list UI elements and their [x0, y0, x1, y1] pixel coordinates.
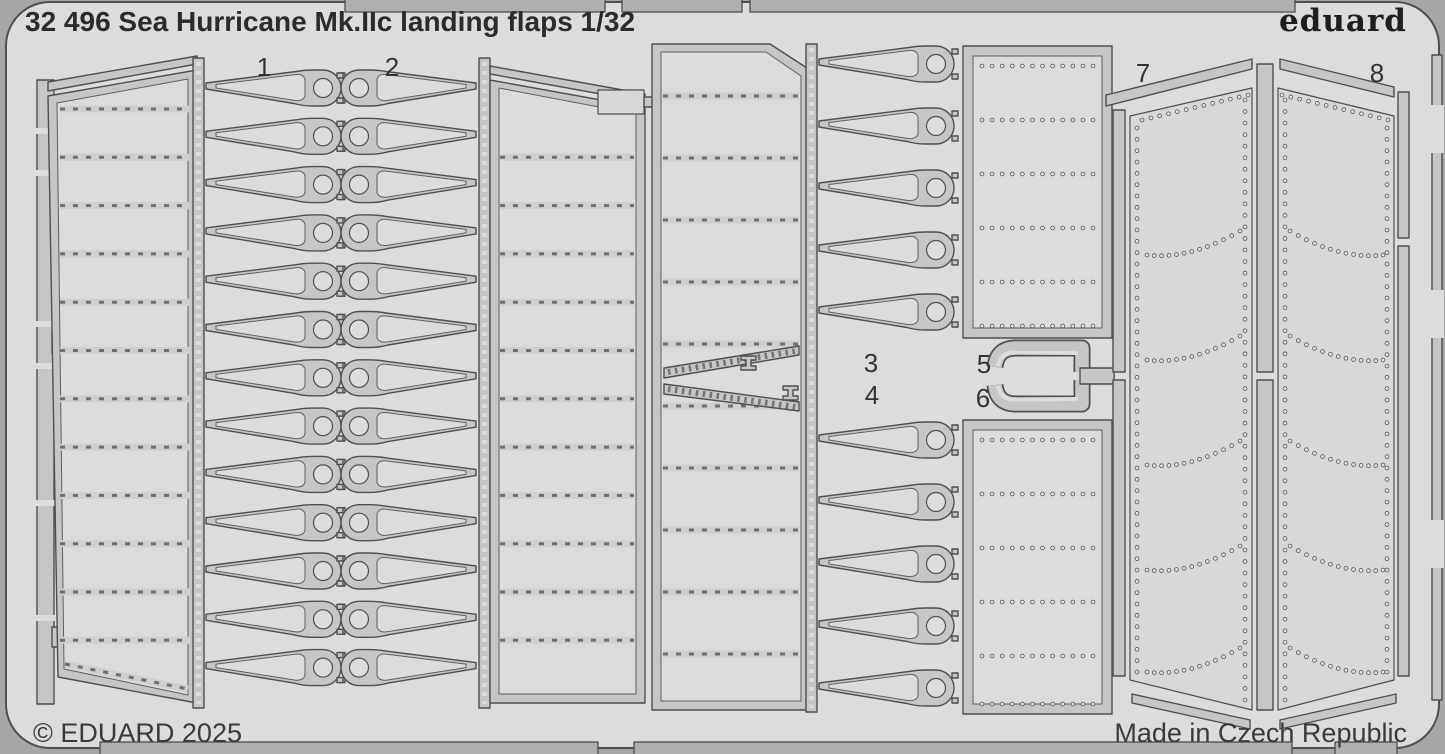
hinge-strip-part-3 — [663, 345, 800, 379]
riveted-plate-upper — [962, 45, 1113, 339]
copyright-text: © EDUARD 2025 — [33, 718, 242, 748]
bracket-connector — [1079, 367, 1115, 385]
flap-web-panel-middle — [651, 43, 811, 711]
hinge-strip-part-4 — [663, 383, 800, 412]
part-label-5: 5 — [977, 349, 991, 379]
flap-web-panel-left — [47, 55, 198, 704]
flap-skin-part-8 — [1277, 58, 1410, 730]
part-label-6: 6 — [976, 383, 990, 413]
part-number-labels: 1 2 3 4 5 6 7 8 — [257, 52, 1384, 413]
origin-text: Made in Czech Republic — [1114, 718, 1407, 748]
part-label-2: 2 — [385, 52, 399, 82]
part-label-3: 3 — [864, 348, 878, 378]
riveted-plate-lower — [962, 419, 1113, 715]
part-label-7: 7 — [1136, 58, 1150, 88]
hinge-bracket-part-5 — [986, 339, 1091, 372]
hinge-bracket-part-6 — [986, 380, 1091, 413]
edge-tabs — [99, 0, 1398, 754]
small-plate-part — [597, 89, 645, 115]
frame-rail-right — [1430, 54, 1444, 701]
part-label-4: 4 — [865, 380, 879, 410]
sheet-title: 32 496 Sea Hurricane Mk.IIc landing flap… — [25, 6, 635, 37]
center-spar — [1256, 63, 1274, 711]
flap-skin-part-7 — [1105, 58, 1253, 730]
runner-perforated-1 — [192, 57, 205, 709]
part-label-8: 8 — [1370, 58, 1384, 88]
flap-web-panel-mid-left — [489, 65, 657, 704]
runner-perforated-2 — [478, 57, 491, 709]
part-label-1: 1 — [257, 52, 271, 82]
runner-perforated-3 — [805, 43, 818, 713]
clip-part — [740, 355, 799, 401]
brand-logo: eduard — [1279, 3, 1407, 39]
